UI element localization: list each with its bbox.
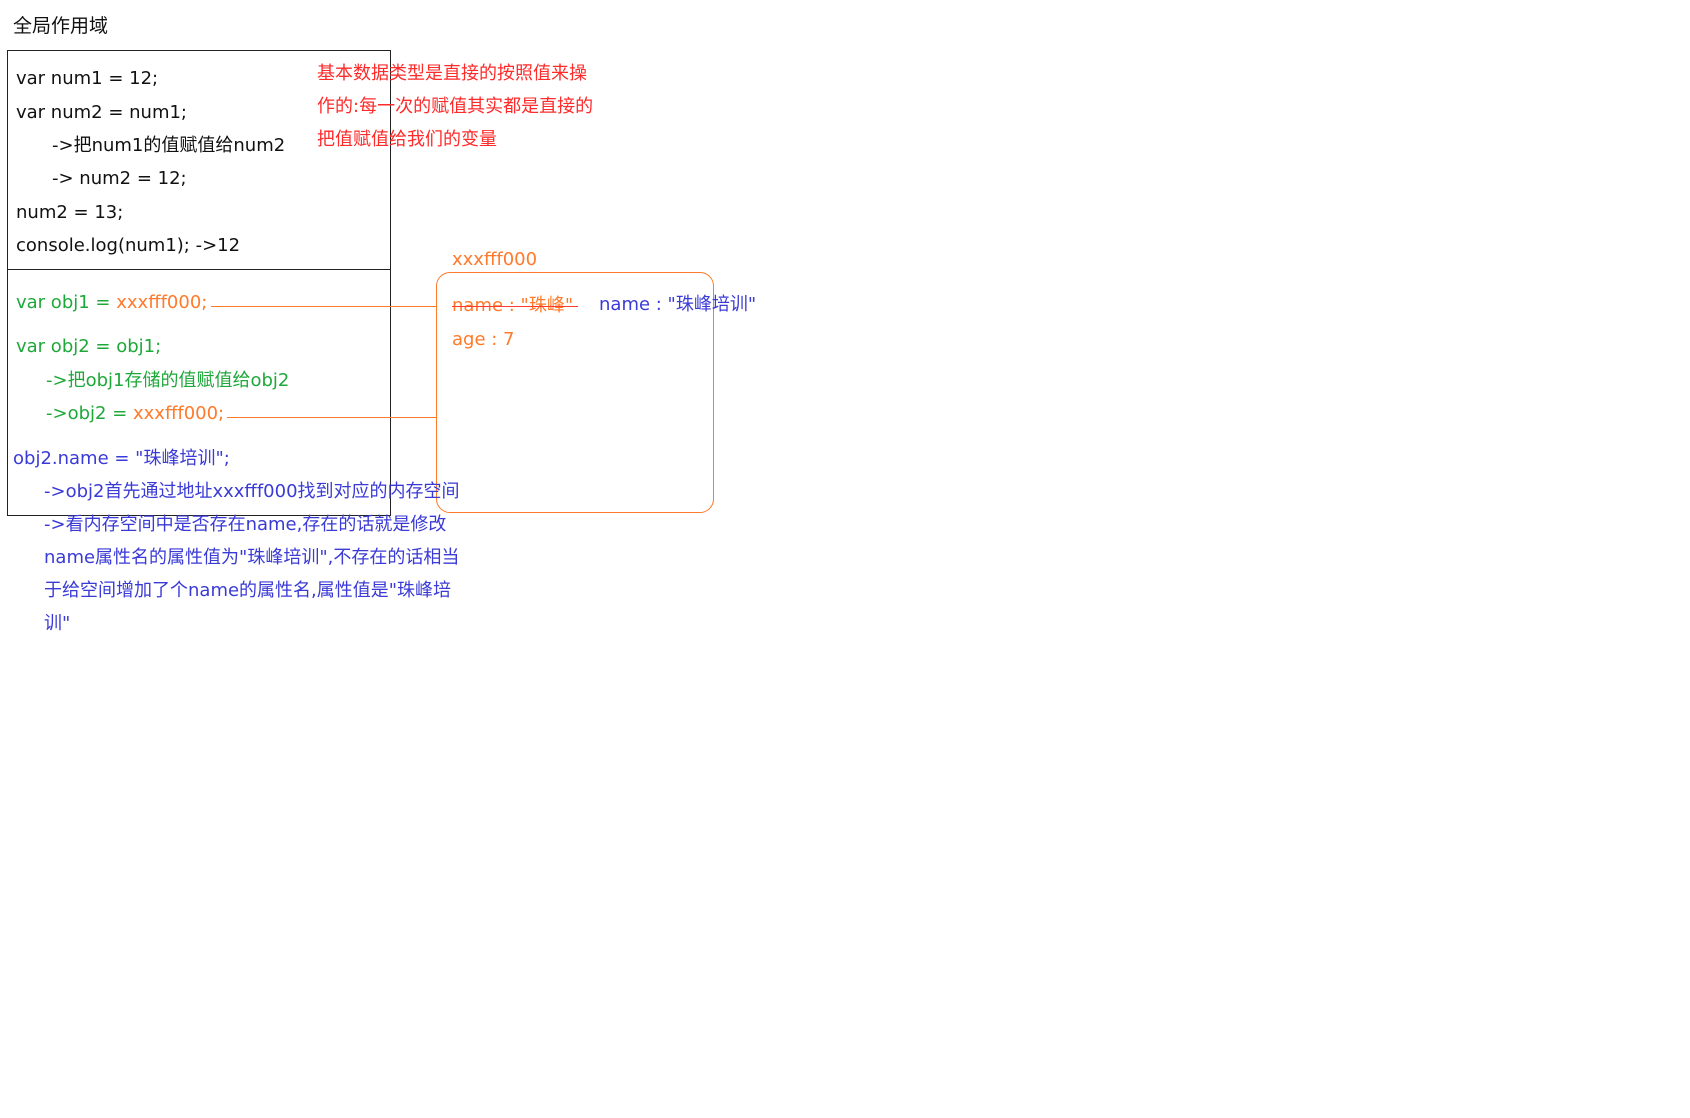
modify-note-line1: ->obj2首先通过地址xxxfff000找到对应的内存空间 [44,481,460,502]
code-comment-obj2: ->把obj1存储的值赋值给obj2 [46,370,290,391]
code-comment-assign: ->把num1的值赋值给num2 [52,135,286,156]
code-line-num2: var num2 = num1; [16,102,187,123]
scope-title: 全局作用域 [13,15,109,37]
primitive-note-line1: 基本数据类型是直接的按照值来操 [317,63,587,84]
code-line-obj2-assign: ->obj2 = xxxfff000; [46,405,224,423]
code-line-num1: var num1 = 12; [16,68,159,89]
obj1-pointer-line [211,306,437,307]
code-comment-value: -> num2 = 12; [52,168,187,189]
code-line-reassign: num2 = 13; [16,202,124,223]
modify-note-line5: 训" [44,613,71,634]
heap-address: xxxfff000 [452,249,538,270]
heap-new-name: name : "珠峰培训" [599,294,757,315]
scope-divider [7,269,391,270]
code-line-console: console.log(num1); ->12 [16,235,241,256]
obj1-address: xxxfff000; [116,292,208,313]
obj2-assign-prefix: ->obj2 = [46,403,133,424]
heap-memory-box [436,272,714,513]
old-name-strikethrough [452,306,578,307]
heap-age: age : 7 [452,329,515,350]
code-line-obj1: var obj1 = xxxfff000; [16,294,207,312]
modify-note-line3: name属性名的属性值为"珠峰培训",不存在的话相当 [44,547,460,568]
code-line-obj2: var obj2 = obj1; [16,336,162,357]
obj2-pointer-line [227,417,437,418]
global-scope-box [7,50,391,516]
heap-old-name: name : "珠峰" [452,295,574,316]
modify-note-line2: ->看内存空间中是否存在name,存在的话就是修改 [44,514,447,535]
obj1-declaration: var obj1 = [16,292,117,313]
obj2-address: xxxfff000; [133,403,225,424]
primitive-note-line2: 作的:每一次的赋值其实都是直接的 [317,96,594,117]
primitive-note-line3: 把值赋值给我们的变量 [317,129,497,150]
modify-note-line4: 于给空间增加了个name的属性名,属性值是"珠峰培 [44,580,452,601]
modify-code-line: obj2.name = "珠峰培训"; [13,448,230,469]
